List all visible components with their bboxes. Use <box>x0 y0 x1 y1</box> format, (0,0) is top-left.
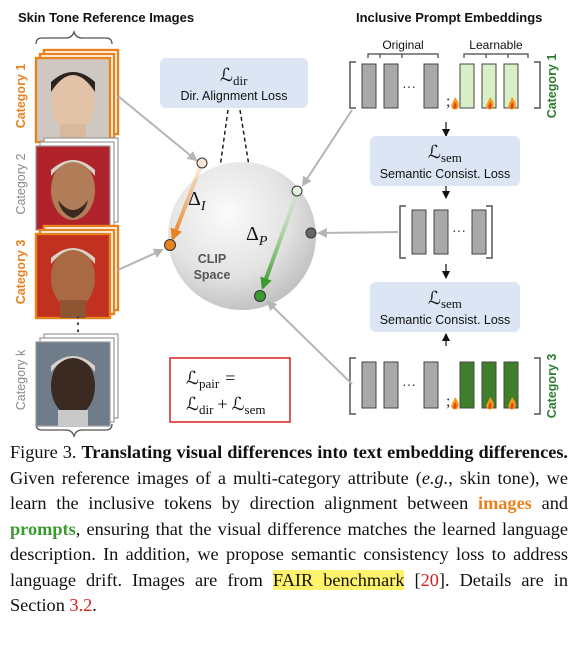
sem-loss-symbol-top: ℒsem <box>428 142 462 165</box>
category-1-label: Category 1 <box>14 64 28 129</box>
arrow-cat1-to-sphere <box>117 95 198 162</box>
category-3-right-label: Category 3 <box>545 354 559 419</box>
middle-token-row: ··· <box>399 205 493 259</box>
dir-loss-symbol: ℒdir <box>220 65 248 88</box>
dir-loss-box <box>160 58 308 108</box>
face-k <box>51 356 95 416</box>
fire-icon <box>451 97 459 110</box>
section-link[interactable]: 3.2 <box>69 595 93 615</box>
original-brace <box>367 53 439 58</box>
face-3 <box>51 248 95 308</box>
left-panel-title: Skin Tone Reference Images <box>18 10 194 25</box>
caption-title: Translating visual differences into text… <box>81 442 568 462</box>
category-k-image-stack <box>35 333 119 427</box>
prompts-word: prompts <box>10 518 76 539</box>
bottom-token-row: ··· ; <box>349 357 541 415</box>
category-k-label: Category k <box>14 349 28 410</box>
arrow-bottom-row-to-sphere <box>266 300 353 385</box>
dir-loss-name: Dir. Alignment Loss <box>181 89 288 103</box>
images-word: images <box>477 493 532 513</box>
learnable-label: Learnable <box>469 38 523 52</box>
sem-loss-name-bottom: Semantic Consist. Loss <box>380 313 511 327</box>
svg-text:···: ··· <box>452 225 466 240</box>
clip-label-line1: CLIP <box>198 252 226 266</box>
arrow-top-row-to-sphere <box>301 109 353 187</box>
original-label: Original <box>382 38 423 52</box>
dashed-arrow-to-delta-i <box>215 109 229 183</box>
image-direction-arrow <box>170 167 202 241</box>
image-point-cat1 <box>196 157 208 169</box>
category-2-label: Category 2 <box>14 153 28 214</box>
category-1-right-label: Category 1 <box>545 54 559 119</box>
clip-sphere <box>168 162 316 310</box>
prompt-point-cat3 <box>254 290 266 302</box>
clip-label-line2: Space <box>194 268 231 282</box>
svg-text:···: ··· <box>402 379 416 394</box>
delta-p-label: ΔP <box>246 223 268 249</box>
category-2-image-stack <box>35 137 119 231</box>
sem-loss-box-bottom <box>370 282 520 332</box>
citation-link[interactable]: 20 <box>420 569 439 590</box>
pair-loss-line2: ℒdir+ℒsem <box>186 394 266 417</box>
svg-text:;: ; <box>446 93 450 110</box>
category-3-image-stack <box>34 224 120 320</box>
arrow-cat3-to-sphere <box>117 248 164 271</box>
sem-loss-name-top: Semantic Consist. Loss <box>380 167 511 181</box>
figure-label: Figure 3. <box>10 442 77 462</box>
pair-loss-line1: ℒpair= <box>186 368 235 391</box>
face-1 <box>51 72 95 132</box>
svg-text:···: ··· <box>402 81 416 96</box>
pair-loss-box <box>169 357 291 423</box>
top-brace <box>35 29 113 45</box>
figure-caption: Figure 3. Translating visual differences… <box>10 442 569 615</box>
image-point-cat3 <box>164 239 176 251</box>
vertical-ellipsis: ⋮ <box>68 313 88 335</box>
top-token-row: ··· ; <box>349 61 541 110</box>
category-1-image-stack <box>34 48 120 144</box>
fair-benchmark-highlight: FAIR benchmark <box>272 569 405 590</box>
arrow-middle-row-to-sphere <box>317 227 399 238</box>
bottom-brace <box>35 423 113 439</box>
sem-loss-box-top <box>370 136 520 186</box>
prompt-point-original <box>305 227 317 239</box>
diagram: Skin Tone Reference Images ⋮ <box>14 10 559 439</box>
category-3-label: Category 3 <box>14 240 28 305</box>
prompt-point-cat1 <box>291 185 303 197</box>
right-panel-title: Inclusive Prompt Embeddings <box>356 10 542 25</box>
fire-icon <box>451 397 459 410</box>
prompt-direction-arrow <box>260 195 298 290</box>
learnable-brace <box>463 53 529 58</box>
svg-text:;: ; <box>446 393 450 410</box>
sem-loss-symbol-bottom: ℒsem <box>428 288 462 311</box>
